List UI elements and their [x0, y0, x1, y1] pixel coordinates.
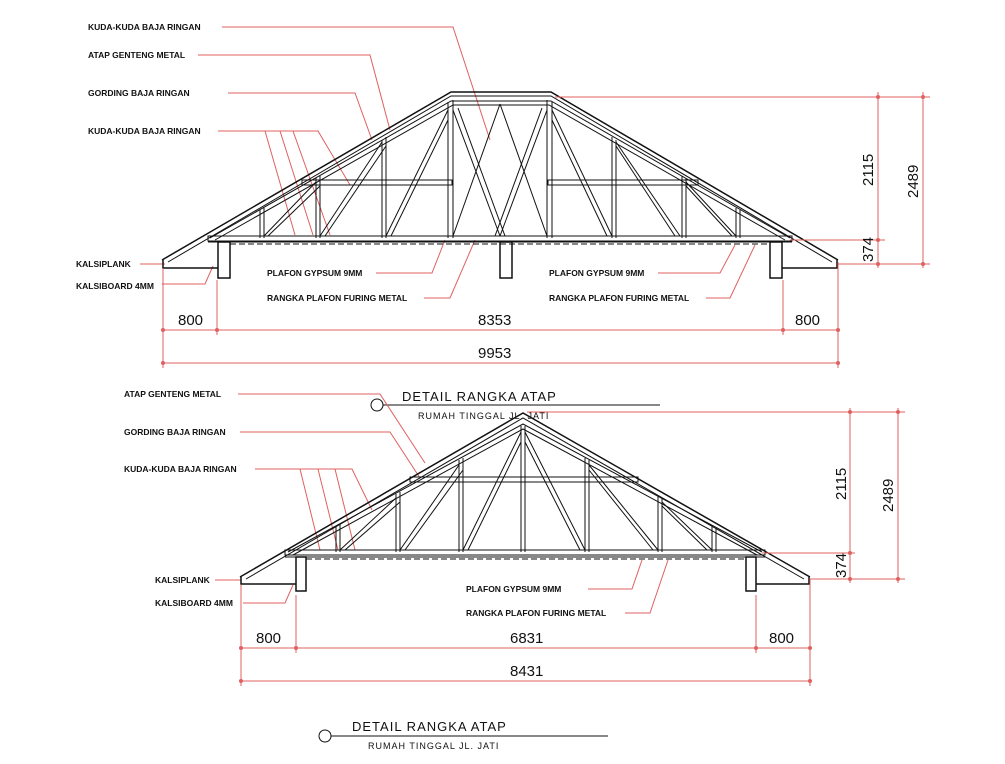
dim-height-total-1: 2489	[905, 165, 922, 198]
drawing-2: ATAP GENTENG METAL GORDING BAJA RINGAN K…	[124, 389, 905, 751]
label-rangka-2: RANGKA PLAFON FURING METAL	[466, 608, 606, 618]
dim-span-2: 6831	[510, 630, 543, 647]
label-kalsiplank-2: KALSIPLANK	[155, 575, 211, 585]
subtitle-2: RUMAH TINGGAL JL. JATI	[368, 741, 499, 751]
drawing-1: KUDA-KUDA BAJA RINGAN ATAP GENTENG METAL…	[76, 22, 930, 421]
roof-truss-1	[161, 91, 839, 279]
label-gording-1: GORDING BAJA RINGAN	[88, 88, 190, 98]
leader-lines-1	[140, 26, 756, 299]
dim-span-1: 8353	[478, 312, 511, 329]
label-kuda-kuda-2: KUDA-KUDA BAJA RINGAN	[88, 126, 201, 136]
label-plafon-2: PLAFON GYPSUM 9MM	[466, 584, 561, 594]
label-kalsiboard-2: KALSIBOARD 4MM	[155, 598, 233, 608]
dim-height-eave-1: 374	[860, 237, 877, 262]
leader-lines-2	[215, 393, 669, 614]
dim-overhang-right-2: 800	[769, 630, 794, 647]
subtitle-1: RUMAH TINGGAL JL. JATI	[418, 411, 549, 421]
title-1: DETAIL RANGKA ATAP	[402, 389, 557, 404]
label-kuda-kuda-3: KUDA-KUDA BAJA RINGAN	[124, 464, 237, 474]
dim-height-roof-2: 2115	[833, 468, 850, 500]
title-block-2: DETAIL RANGKA ATAP RUMAH TINGGAL JL. JAT…	[318, 719, 608, 751]
dim-overhang-left-2: 800	[256, 630, 281, 647]
label-plafon-left-1: PLAFON GYPSUM 9MM	[267, 268, 362, 278]
label-atap-genteng-1: ATAP GENTENG METAL	[88, 50, 185, 60]
dim-total-1: 9953	[478, 345, 511, 362]
roof-truss-2	[239, 412, 811, 592]
dim-height-eave-2: 374	[833, 553, 850, 578]
dim-total-2: 8431	[510, 663, 543, 680]
label-kuda-kuda-1: KUDA-KUDA BAJA RINGAN	[88, 22, 201, 32]
dim-height-roof-1: 2115	[860, 154, 877, 186]
title-2: DETAIL RANGKA ATAP	[352, 719, 507, 734]
dim-overhang-right-1: 800	[795, 312, 820, 329]
label-rangka-right-1: RANGKA PLAFON FURING METAL	[549, 293, 689, 303]
label-kalsiboard-1: KALSIBOARD 4MM	[76, 281, 154, 291]
label-plafon-right-1: PLAFON GYPSUM 9MM	[549, 268, 644, 278]
label-atap-genteng-2: ATAP GENTENG METAL	[124, 389, 221, 399]
label-gording-2: GORDING BAJA RINGAN	[124, 427, 226, 437]
title-block-1: DETAIL RANGKA ATAP RUMAH TINGGAL JL. JAT…	[370, 389, 660, 421]
label-kalsiplank-1: KALSIPLANK	[76, 259, 132, 269]
dimensions-1	[161, 92, 930, 368]
dimensions-2	[239, 408, 905, 686]
dim-overhang-left-1: 800	[178, 312, 203, 329]
dim-height-total-2: 2489	[880, 479, 897, 512]
label-rangka-left-1: RANGKA PLAFON FURING METAL	[267, 293, 407, 303]
